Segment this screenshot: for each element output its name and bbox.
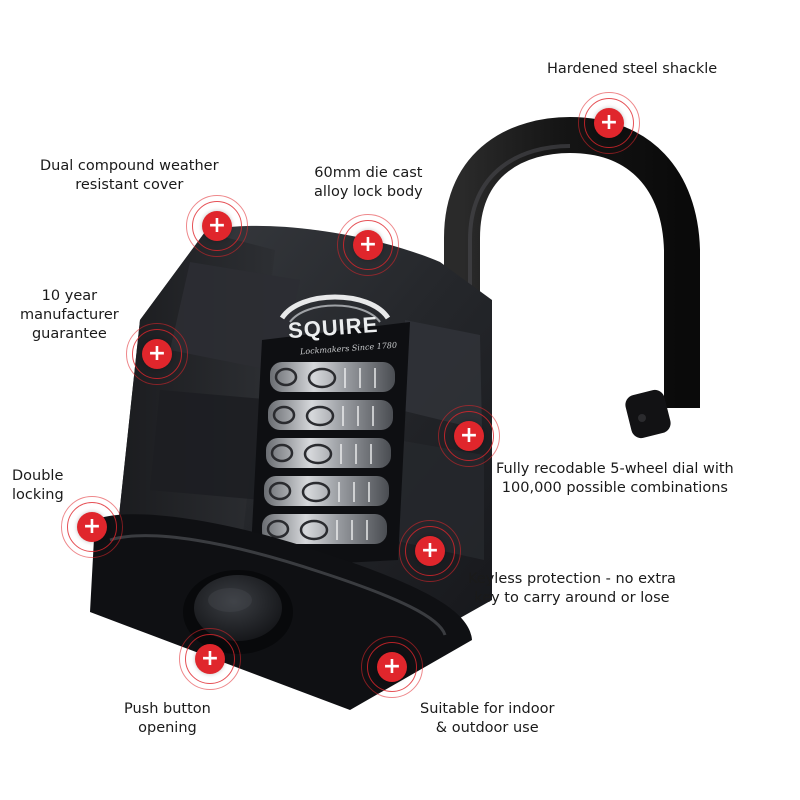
- plus-icon: +: [195, 644, 225, 674]
- hotspot-weather-cover[interactable]: +: [186, 195, 248, 257]
- plus-icon: +: [77, 512, 107, 542]
- feature-label-shackle: Hardened steel shackle: [547, 61, 718, 77]
- plus-icon: +: [454, 421, 484, 451]
- plus-icon: +: [202, 211, 232, 241]
- feature-label-double-locking: Double locking: [12, 468, 64, 503]
- feature-label-weather-cover: Dual compound weather resistant cover: [40, 158, 219, 193]
- shackle: [444, 116, 700, 408]
- plus-icon: +: [377, 652, 407, 682]
- feature-label-lock-body: 60mm die cast alloy lock body: [314, 165, 423, 200]
- hotspot-dial[interactable]: +: [438, 405, 500, 467]
- hotspot-indoor-outdoor[interactable]: +: [361, 636, 423, 698]
- hotspot-shackle[interactable]: +: [578, 92, 640, 154]
- plus-icon: +: [415, 536, 445, 566]
- hotspot-double-locking[interactable]: +: [61, 496, 123, 558]
- feature-label-guarantee: 10 year manufacturer guarantee: [20, 288, 119, 342]
- plus-icon: +: [353, 230, 383, 260]
- plus-icon: +: [594, 108, 624, 138]
- brand-name: SQUIRE: [287, 311, 380, 344]
- combination-wheels: [262, 362, 395, 544]
- plus-icon: +: [142, 339, 172, 369]
- feature-label-push-button: Push button opening: [124, 701, 211, 736]
- brand-badge: [279, 294, 391, 323]
- hotspot-push-button[interactable]: +: [179, 628, 241, 690]
- hotspot-guarantee[interactable]: +: [126, 323, 188, 385]
- feature-label-keyless: Keyless protection - no extra key to car…: [468, 571, 676, 606]
- hotspot-lock-body[interactable]: +: [337, 214, 399, 276]
- feature-label-indoor-outdoor: Suitable for indoor & outdoor use: [420, 701, 555, 736]
- hotspot-keyless[interactable]: +: [399, 520, 461, 582]
- feature-label-dial: Fully recodable 5-wheel dial with 100,00…: [496, 461, 734, 496]
